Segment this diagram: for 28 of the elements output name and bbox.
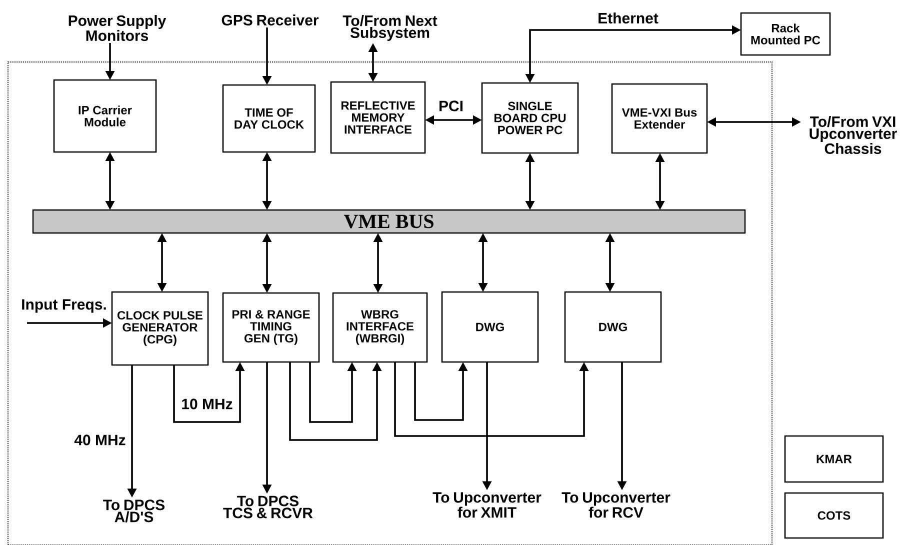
endpoint-label: To DPCS TCS & RCVR — [223, 496, 313, 518]
module-box: SINGLE BOARD CPU POWER PC — [481, 82, 579, 154]
module-box: REFLECTIVE MEMORY INTERFACE — [330, 81, 426, 154]
module-box: Rack Mounted PC — [740, 12, 831, 56]
endpoint-label: GPS Receiver — [222, 14, 319, 26]
module-box: DWG — [441, 291, 539, 363]
endpoint-label: To/From VXI Upconverter Chassis — [810, 116, 897, 154]
module-box: IP Carrier Module — [53, 79, 157, 153]
endpoint-label: To/From Next Subsystem — [342, 15, 438, 41]
endpoint-label: To DPCS A/D'S — [103, 500, 164, 522]
edge-label: PCI — [438, 100, 464, 112]
bus-bar: VME BUS — [32, 209, 746, 234]
edge-label: Ethernet — [596, 12, 660, 24]
edge-label: 40 MHz — [73, 434, 127, 446]
subsystem-frame — [8, 62, 772, 545]
module-box: VME-VXI Bus Extender — [611, 83, 708, 154]
module-box: DWG — [564, 291, 662, 363]
module-box: TIME OF DAY CLOCK — [222, 84, 316, 153]
module-box: CLOCK PULSE GENERATOR (CPG) — [111, 291, 209, 366]
module-box: KMAR — [784, 435, 884, 483]
module-box: COTS — [784, 492, 884, 539]
endpoint-label: To Upconverter for RCV — [562, 492, 670, 518]
endpoint-label: To Upconverter for XMIT — [432, 492, 542, 518]
endpoint-label: Power Supply Monitors — [68, 15, 166, 41]
edge-label: 10 MHz — [180, 398, 234, 410]
edge-label: Input Freqs. — [20, 298, 108, 314]
module-box: WBRG INTERFACE (WBRGI) — [332, 292, 428, 363]
module-box: PRI & RANGE TIMING GEN (TG) — [222, 292, 320, 363]
